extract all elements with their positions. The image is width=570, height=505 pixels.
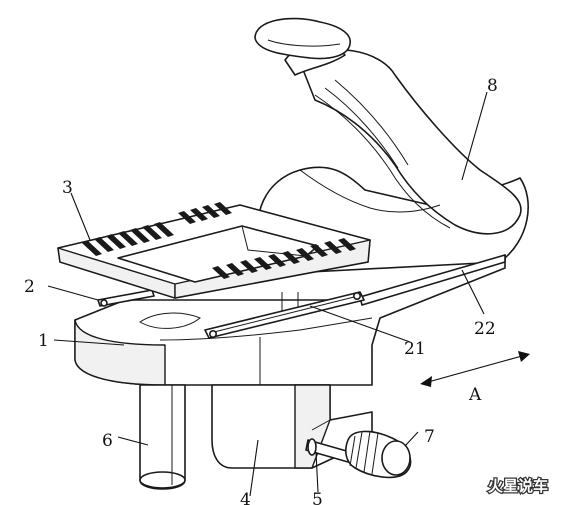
slide-bar-21	[204, 291, 365, 339]
watermark-text: 火星说车	[488, 477, 548, 495]
callout-2: 2	[24, 277, 35, 297]
callout-21: 21	[404, 339, 426, 359]
callout-1: 1	[38, 331, 49, 351]
tray-slots-front	[82, 222, 174, 256]
callout-6: 6	[102, 431, 113, 451]
watermark: 火星说车	[487, 476, 550, 497]
tray-slots-back	[178, 202, 232, 224]
callout-A: A	[468, 385, 482, 405]
tray-slots-right	[212, 238, 356, 279]
leader-lines	[47, 91, 488, 497]
callout-7: 7	[424, 427, 435, 447]
callout-8: 8	[487, 76, 498, 96]
callout-4: 4	[240, 490, 251, 505]
callout-5: 5	[312, 490, 323, 505]
rail-22	[359, 254, 506, 306]
top-handle	[254, 17, 351, 60]
callout-22: 22	[474, 319, 496, 339]
knob-7	[345, 430, 412, 479]
rod-2	[97, 289, 155, 307]
direction-arrow	[420, 351, 530, 387]
callout-labels: 3 2 1 8 21 22 A 6 4 5 7	[24, 76, 498, 505]
tray-frame	[57, 202, 371, 299]
callout-3: 3	[62, 178, 73, 198]
leg-6	[139, 384, 186, 490]
